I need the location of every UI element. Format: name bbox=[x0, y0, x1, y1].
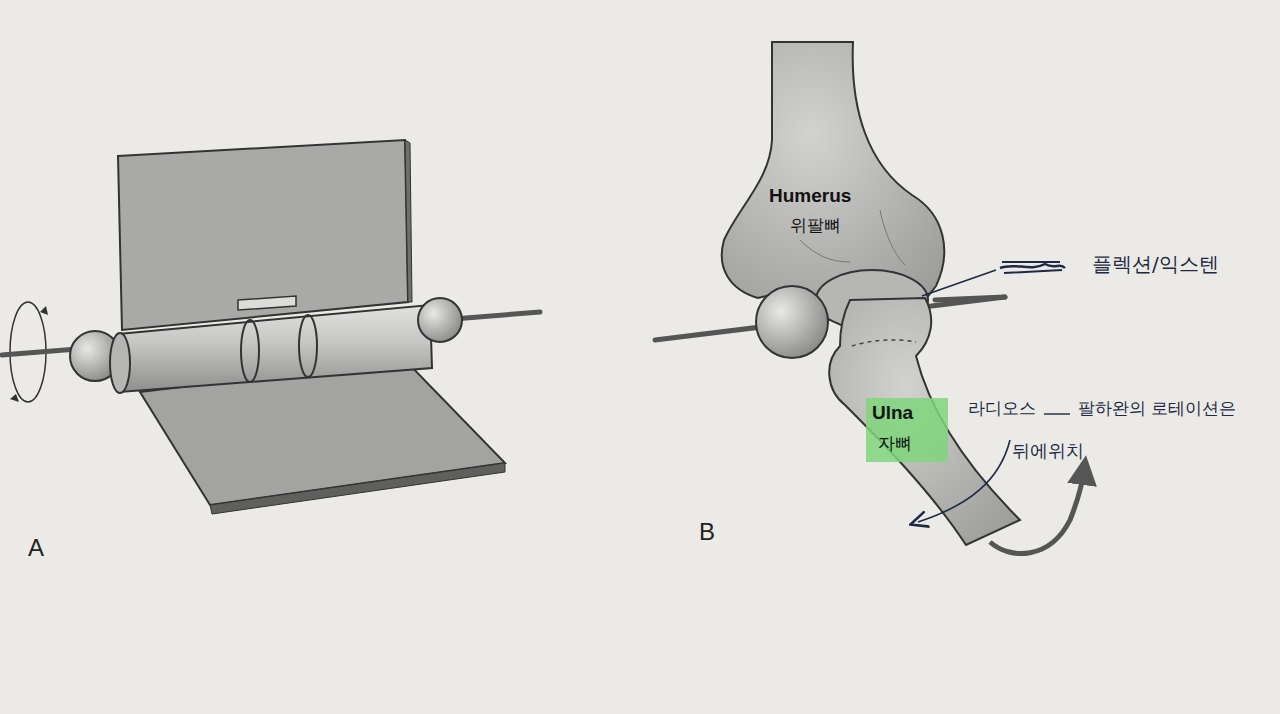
elbow-illustration bbox=[655, 42, 1020, 545]
handwritten-note: 플렉션/익스텐 bbox=[1092, 252, 1219, 276]
curved-arrow bbox=[918, 440, 1010, 522]
highlight bbox=[866, 398, 948, 462]
part-name: Ulna bbox=[872, 402, 913, 425]
ulna-bone bbox=[829, 298, 1020, 545]
part-name: 위팔뼈 bbox=[790, 215, 841, 235]
capitulum bbox=[756, 286, 828, 358]
part-name: 자뼈 bbox=[878, 433, 912, 453]
handwritten-note: 팔하완의 로테이션은 bbox=[1078, 398, 1236, 418]
hinge-barrel bbox=[118, 305, 432, 392]
figure-letter: B bbox=[699, 518, 715, 547]
figure-letter: A bbox=[28, 534, 44, 563]
handwritten-note: 뒤에위치 bbox=[1012, 440, 1084, 462]
annotation-marks bbox=[918, 262, 1084, 554]
hinge-leaf bbox=[118, 140, 408, 330]
humerus-bone bbox=[722, 42, 944, 306]
part-name: Humerus bbox=[769, 185, 851, 208]
rotation-arrow bbox=[990, 470, 1084, 554]
handwritten-note: 라디오스 bbox=[968, 398, 1036, 418]
hinge-illustration bbox=[2, 140, 540, 514]
leader-line bbox=[922, 270, 996, 296]
